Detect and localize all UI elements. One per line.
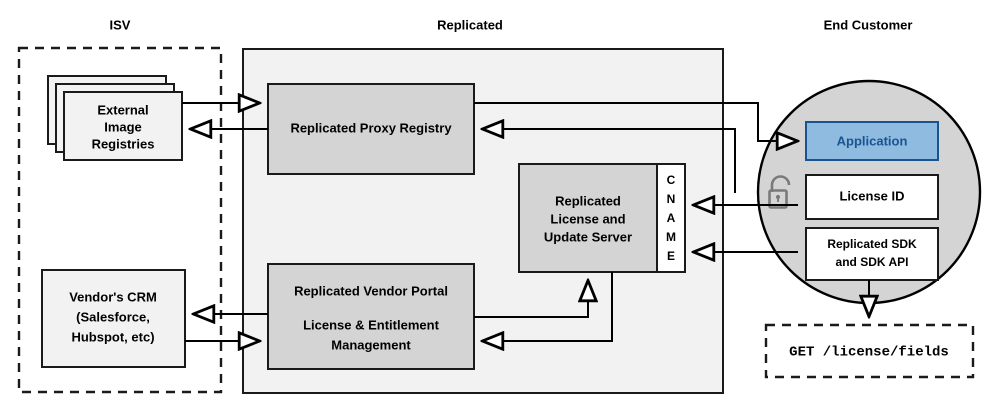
vendor-portal-box (267, 263, 475, 370)
registry-label-line1: External (97, 102, 148, 117)
flow-vendor-portal-to-license-server (474, 280, 588, 318)
vendor-crm-box (41, 269, 186, 368)
unlocked-padlock-icon (768, 175, 791, 209)
vendor-portal-line2: License & Entitlement (303, 317, 439, 332)
registry-label-line3: Registries (92, 136, 155, 151)
sdk-label-line2: and SDK API (836, 255, 909, 269)
license-id-node[interactable]: License ID (805, 174, 939, 220)
vendor-crm[interactable]: Vendor's CRM (Salesforce, Hubspot, etc) (41, 269, 186, 368)
flow-proxy-to-application (474, 102, 798, 141)
registry-label-line2: Image (104, 119, 142, 134)
vendor-portal-line1: Replicated Vendor Portal (294, 283, 448, 298)
vendor-crm-line2: (Salesforce, (76, 309, 150, 324)
replicated-section-title: Replicated (437, 17, 503, 32)
api-call-label: GET /license/fields (789, 345, 949, 361)
cname-box (656, 163, 686, 273)
replicated-proxy-registry[interactable]: Replicated Proxy Registry (267, 83, 475, 175)
vendor-portal-line3: Management (331, 337, 411, 352)
api-call-node: GET /license/fields (764, 323, 975, 379)
replicated-vendor-portal[interactable]: Replicated Vendor Portal License & Entit… (267, 263, 475, 370)
proxy-registry-label: Replicated Proxy Registry (290, 120, 452, 135)
cname-letter-1: N (667, 192, 676, 206)
registry-stack-front (63, 91, 183, 161)
cname-letter-4: E (667, 249, 675, 263)
cname-letter-0: C (667, 173, 676, 187)
application-box (805, 121, 939, 161)
api-call-box (764, 323, 975, 379)
license-server-line1: Replicated (555, 193, 621, 208)
application-label: Application (837, 133, 908, 148)
cname-strip: C N A M E (656, 163, 686, 273)
cname-letter-2: A (667, 211, 676, 225)
license-id-box (805, 174, 939, 220)
replicated-license-update-server[interactable]: Replicated License and Update Server (518, 163, 658, 273)
flow-application-to-proxy (482, 129, 736, 193)
external-image-registries[interactable]: External Image Registries (47, 75, 183, 161)
sdk-label-line1: Replicated SDK (827, 237, 917, 251)
sdk-box (805, 227, 939, 281)
isv-section-title: ISV (110, 17, 131, 32)
cname-letter-3: M (666, 230, 676, 244)
replicated-sdk-node[interactable]: Replicated SDK and SDK API (805, 227, 939, 281)
vendor-crm-line3: Hubspot, etc) (71, 329, 154, 344)
application-node[interactable]: Application (805, 121, 939, 161)
flow-license-server-to-vendor-portal (482, 272, 613, 341)
end-customer-section-title: End Customer (824, 17, 913, 32)
isv-boundary (17, 46, 223, 394)
license-server-line3: Update Server (544, 229, 632, 244)
license-id-label: License ID (839, 188, 904, 203)
vendor-crm-line1: Vendor's CRM (69, 289, 157, 304)
license-server-line2: License and (550, 211, 625, 226)
license-server-box (518, 163, 658, 273)
